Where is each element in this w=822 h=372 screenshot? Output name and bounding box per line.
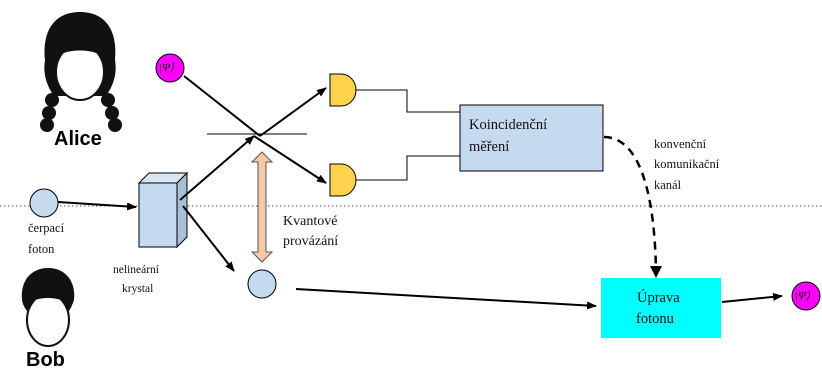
input-state-symbol: |Ψ⟩ xyxy=(159,62,175,74)
splitter-to-lower-detector-arrow xyxy=(253,135,327,184)
correction-to-output-arrow xyxy=(721,292,783,303)
lower-detector xyxy=(329,163,357,197)
coincidence-box xyxy=(459,104,604,172)
correction-box xyxy=(601,278,721,338)
upper-detector xyxy=(329,73,357,107)
output-state xyxy=(791,281,821,311)
alice-avatar xyxy=(40,12,122,132)
lower-detector-wire xyxy=(356,155,460,181)
pump-photon-label-line1: čerpací xyxy=(28,221,65,235)
entanglement-label-line1: Kvantové xyxy=(283,214,338,229)
classical-channel-arrow xyxy=(603,135,658,271)
bob-avatar xyxy=(21,268,75,347)
entanglement-label-line2: provázání xyxy=(283,234,339,249)
channel-label-line2: komunikační xyxy=(654,157,720,171)
crystal-label-line2: krystal xyxy=(122,283,154,295)
crystal-to-bob-photon-arrow xyxy=(182,205,235,272)
bob-label: Bob xyxy=(26,349,65,371)
pump-photon xyxy=(29,188,59,218)
input-state xyxy=(155,53,185,83)
coincidence-label-line1: Koincidenční xyxy=(469,117,548,133)
entanglement-double-arrow xyxy=(250,151,274,263)
output-state-symbol: |Ψ⟩ xyxy=(795,290,811,302)
alice-label: Alice xyxy=(54,128,102,150)
pump-photon-label-line2: foton xyxy=(28,242,55,256)
classical-channel-arrowhead xyxy=(650,266,662,278)
state-to-splitter-arrow xyxy=(183,75,261,137)
upper-detector-wire xyxy=(356,89,460,113)
channel-label-line3: kanál xyxy=(654,178,682,192)
crystal-label-line1: nelineární xyxy=(113,264,159,276)
bob-photon-to-correction-arrow xyxy=(295,288,597,310)
nonlinear-crystal xyxy=(137,171,189,249)
channel-label-line1: konvenční xyxy=(654,137,707,151)
pump-to-crystal-arrow xyxy=(57,201,137,211)
correction-label-line2: fotonu xyxy=(636,311,674,327)
correction-label-line1: Úprava xyxy=(637,290,680,306)
bob-photon xyxy=(247,269,277,299)
coincidence-label-line2: měření xyxy=(469,139,510,155)
crystal-to-splitter-arrow xyxy=(179,135,255,201)
splitter-to-upper-detector-arrow xyxy=(259,87,327,137)
